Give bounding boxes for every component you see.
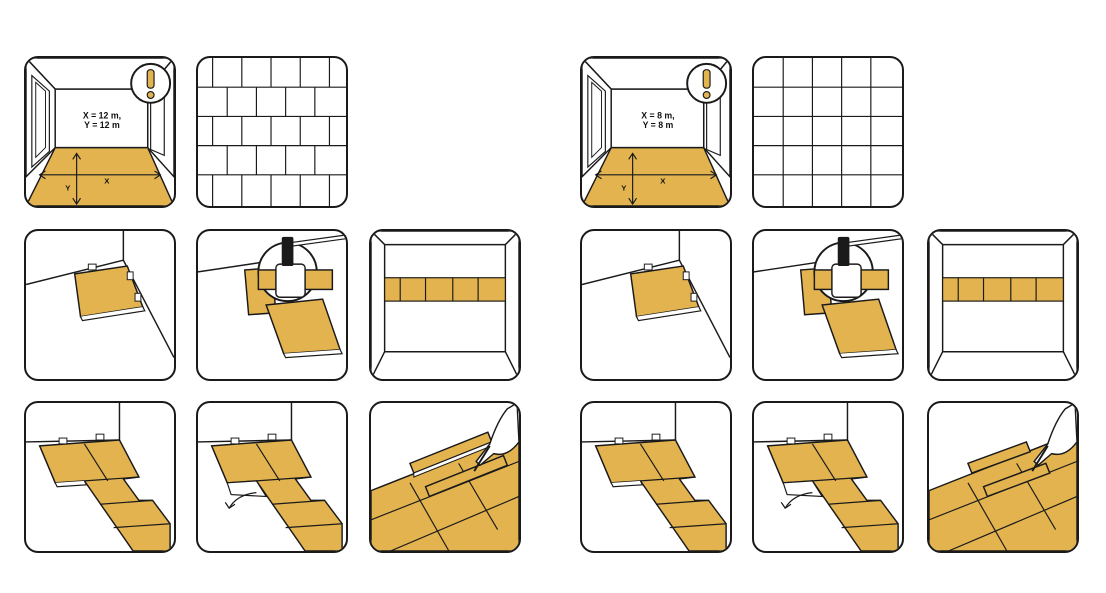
final-placement-panel <box>927 401 1079 553</box>
room-measure-panel: X Y X = 12 m, Y = 12 m <box>24 56 176 208</box>
dimension-x-text: X = 12 m, <box>83 110 121 120</box>
hand-icon <box>1031 403 1077 472</box>
hand-icon <box>473 403 519 472</box>
rows-laid-illustration <box>26 403 171 551</box>
angle-tile-panel <box>196 401 348 553</box>
staggered-pattern-illustration <box>198 58 346 206</box>
room-measure-illustration: X Y X = 8 m, Y = 8 m <box>582 58 730 206</box>
axis-x-label: X <box>660 177 666 186</box>
final-placement-illustration <box>929 403 1077 551</box>
hammer-tap-illustration <box>198 234 346 359</box>
final-placement-illustration <box>371 403 519 551</box>
rows-laid-illustration <box>582 403 727 551</box>
axis-y-label: Y <box>621 183 627 192</box>
angle-tile-panel <box>752 401 904 553</box>
first-row-illustration <box>371 231 519 379</box>
axis-x-label: X <box>104 177 110 186</box>
angle-tile-illustration <box>754 403 899 551</box>
final-placement-panel <box>369 401 521 553</box>
hammer-tap-illustration <box>754 234 902 359</box>
corner-start-illustration <box>582 231 730 358</box>
rotate-arrow-icon <box>784 491 813 509</box>
first-row-panel <box>369 229 521 381</box>
first-row-panel <box>927 229 1079 381</box>
dimension-x-text: X = 8 m, <box>641 110 674 120</box>
tile-pattern-grid-panel <box>752 56 904 208</box>
room-measure-panel: X Y X = 8 m, Y = 8 m <box>580 56 732 208</box>
exclamation-mark-icon <box>130 62 172 104</box>
axis-y-label: Y <box>65 183 71 192</box>
hammer-icon <box>837 234 902 267</box>
corner-start-illustration <box>26 231 174 358</box>
grid-pattern-illustration <box>754 58 902 206</box>
corner-start-panel <box>24 229 176 381</box>
tile-pattern-staggered-panel <box>196 56 348 208</box>
dimension-y-text: Y = 12 m <box>84 120 120 130</box>
rows-laid-panel <box>24 401 176 553</box>
corner-start-panel <box>580 229 732 381</box>
room-measure-illustration: X Y X = 12 m, Y = 12 m <box>26 58 174 206</box>
first-row-illustration <box>929 231 1077 379</box>
tap-with-hammer-panel <box>196 229 348 381</box>
exclamation-mark-icon <box>686 62 728 104</box>
tap-with-hammer-panel <box>752 229 904 381</box>
hammer-icon <box>281 234 346 267</box>
rotate-arrow-icon <box>228 491 257 509</box>
dimension-y-text: Y = 8 m <box>643 120 674 130</box>
angle-tile-illustration <box>198 403 343 551</box>
rows-laid-panel <box>580 401 732 553</box>
